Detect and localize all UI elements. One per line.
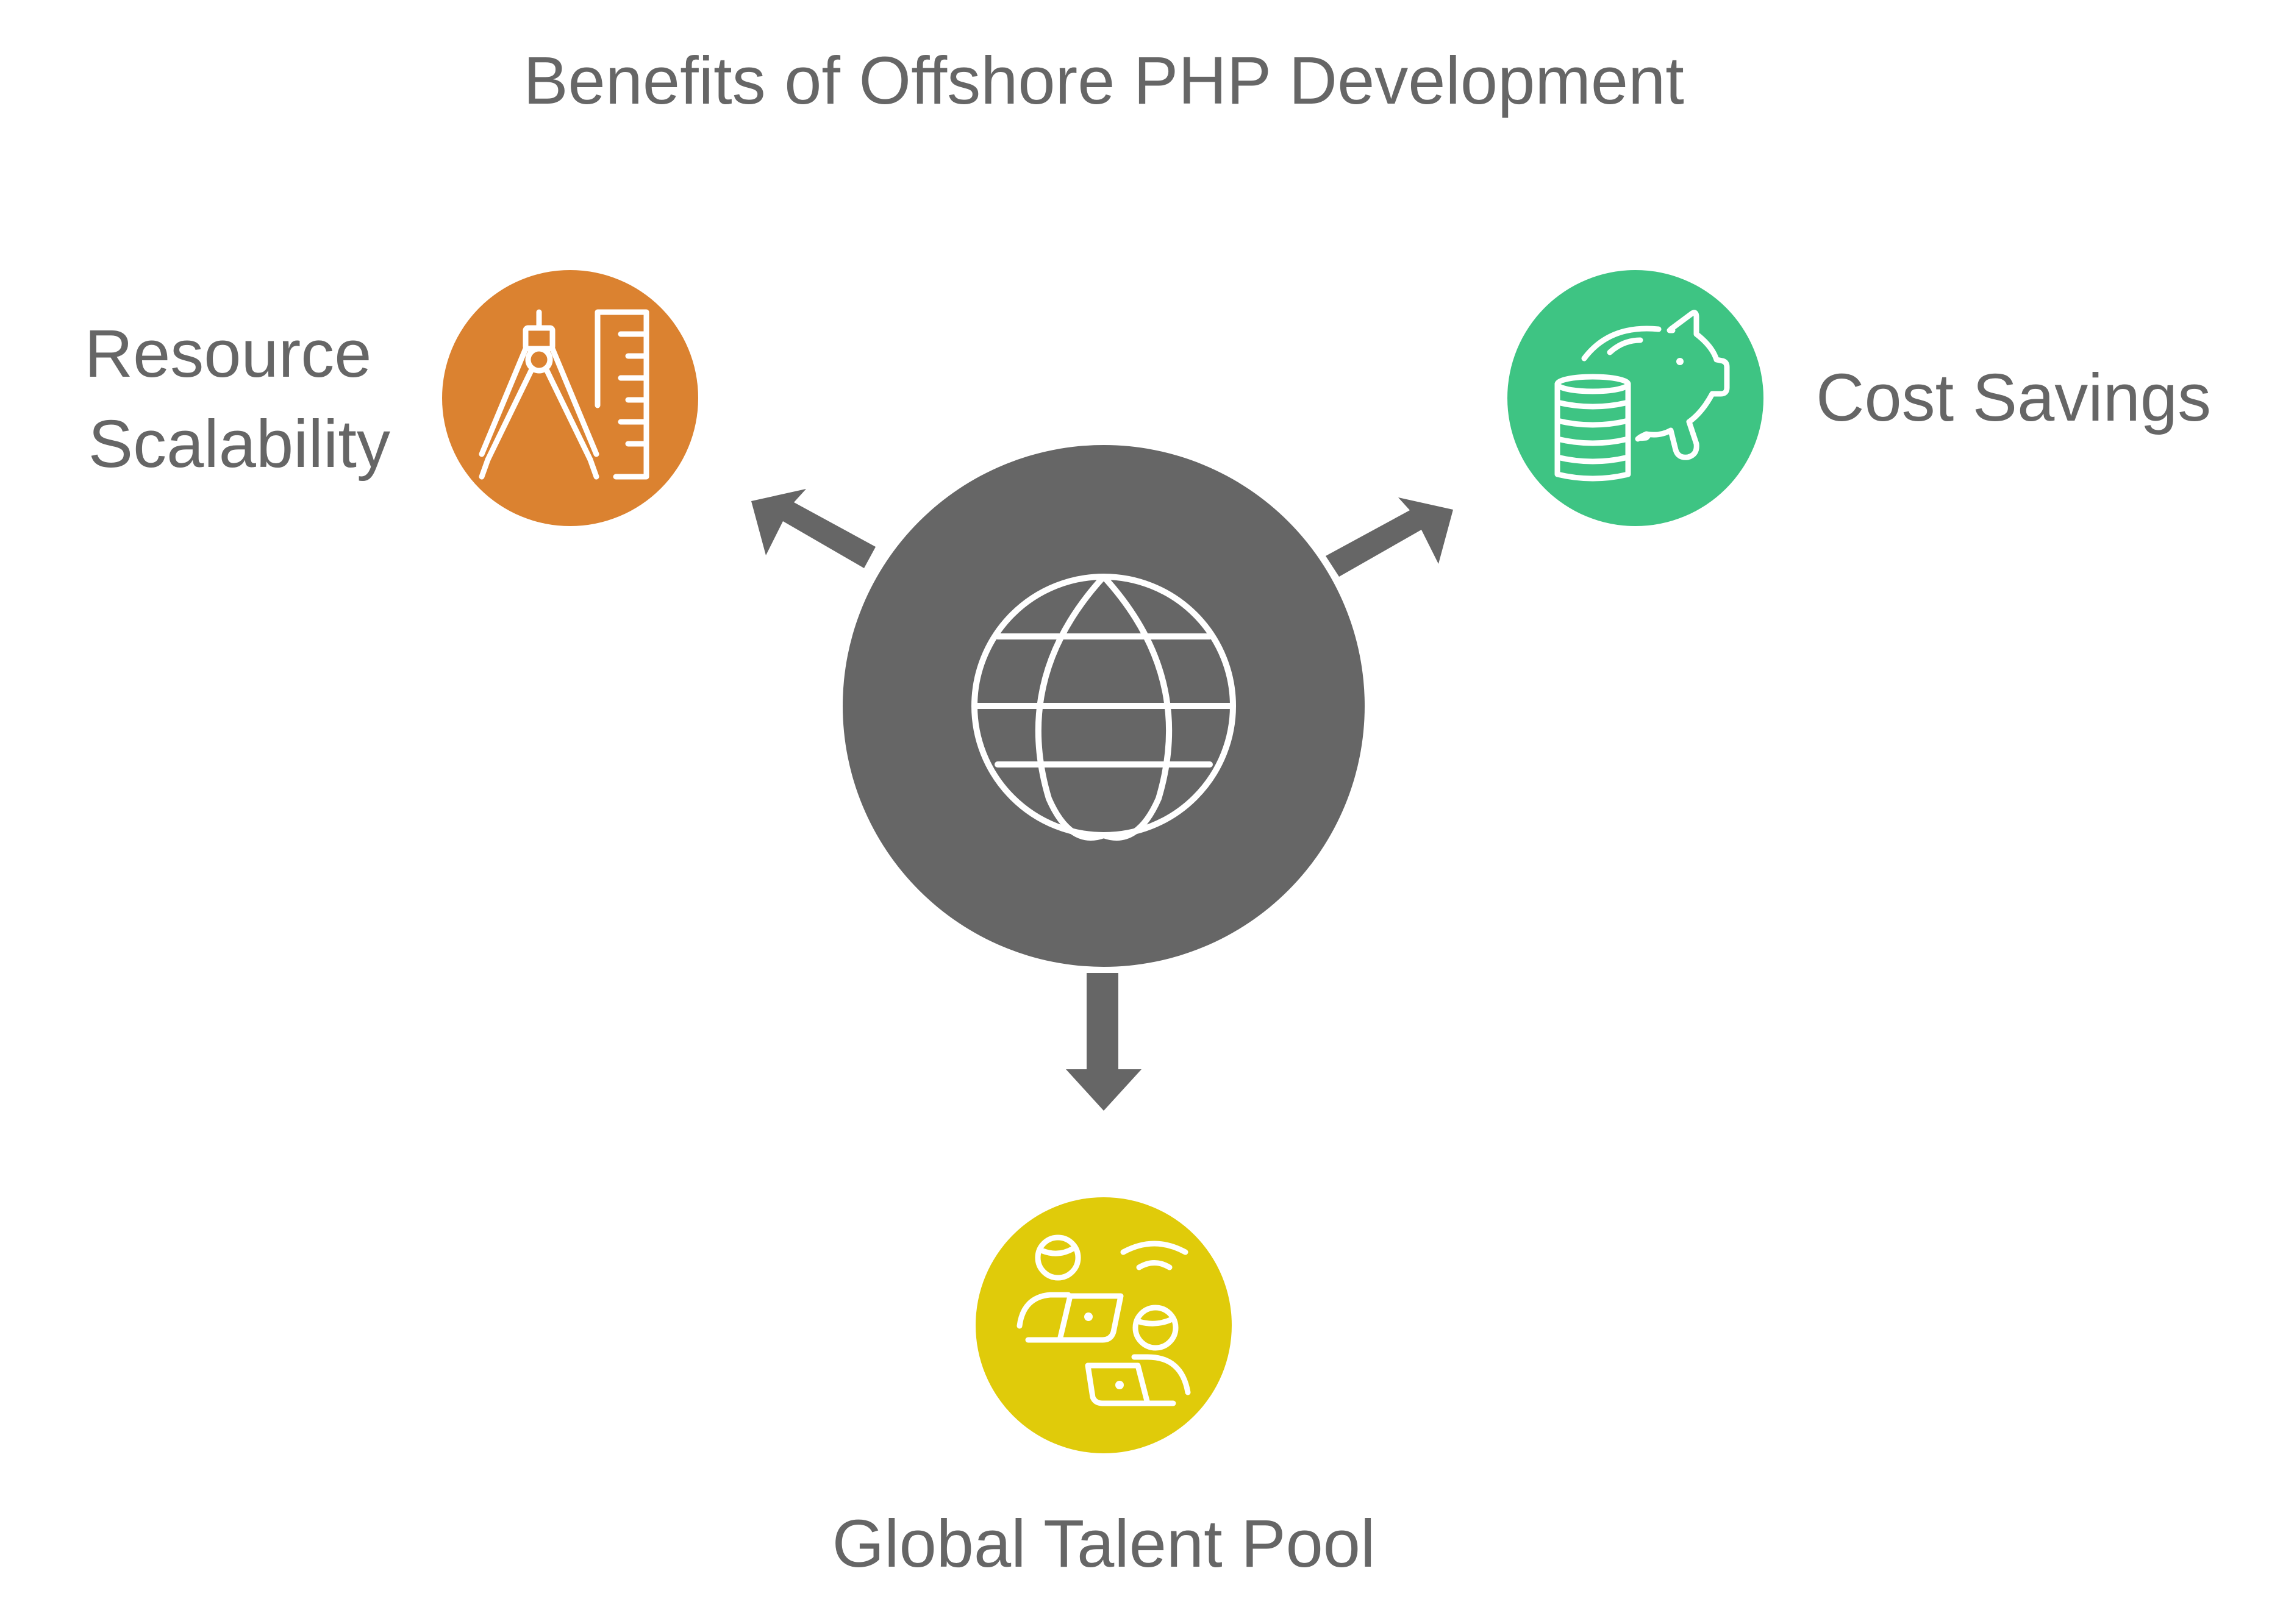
global-talent-pool-label: Global Talent Pool <box>832 1506 1376 1581</box>
arrow-to-cost-savings <box>1326 497 1453 577</box>
node-global-talent-pool: Global Talent Pool <box>832 1197 1376 1581</box>
arrow-to-resource-scalability <box>751 489 876 568</box>
node-resource-scalability: Resource Scalability <box>85 270 698 526</box>
cost-savings-circle <box>1507 270 1763 526</box>
diagram-title: Benefits of Offshore PHP Development <box>523 43 1684 118</box>
resource-scalability-label: Resource Scalability <box>85 316 390 482</box>
arrow-to-global-talent-pool <box>1066 973 1142 1111</box>
globe-icon <box>971 574 1236 841</box>
node-cost-savings: Cost Savings <box>1507 270 2211 526</box>
piggy-bank-coins-icon <box>1554 310 1730 482</box>
global-talent-pool-circle <box>976 1197 1232 1453</box>
remote-team-icon <box>1016 1234 1191 1406</box>
drafting-tools-icon <box>479 309 649 480</box>
resource-scalability-label-line-2: Scalability <box>88 407 390 482</box>
resource-scalability-label-line-1: Resource <box>85 316 372 391</box>
cost-savings-label: Cost Savings <box>1816 360 2211 435</box>
